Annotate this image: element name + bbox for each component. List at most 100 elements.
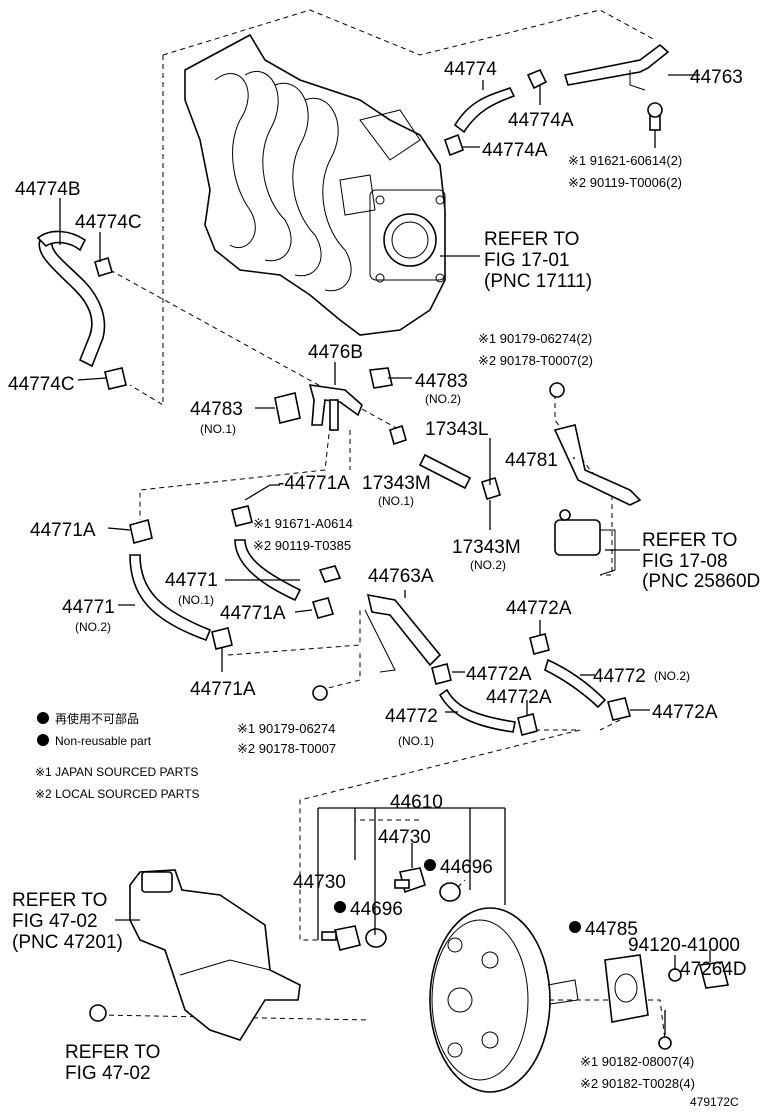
label-44772A-1[interactable]: 44772A (506, 598, 572, 619)
label-local-90119-t0385[interactable]: ※2 90119-T0385 (253, 538, 351, 553)
label-44771-no2-sub: (NO.2) (75, 620, 111, 634)
refer-47-02-line3[interactable]: (PNC 47201) (12, 932, 123, 953)
note-japan-sourced: ※1 JAPAN SOURCED PARTS (35, 765, 198, 779)
check-valve-44730-upper (394, 867, 426, 894)
assembly-dashed-lines (99, 9, 666, 1041)
label-japan-91671[interactable]: ※1 91671-A0614 (253, 516, 353, 531)
label-44774A-upper[interactable]: 44774A (508, 110, 574, 131)
non-reusable-bullet-icon (37, 734, 49, 746)
clip-44783-no1 (274, 392, 301, 424)
label-44783-no1[interactable]: 44783 (190, 399, 243, 420)
refer-47-02b-line1[interactable]: REFER TO (65, 1042, 160, 1063)
label-17343L[interactable]: 17343L (425, 419, 488, 440)
clip-44771A-bottom (211, 627, 233, 650)
nut-master-cylinder (89, 1004, 107, 1022)
label-44774B[interactable]: 44774B (15, 179, 81, 200)
label-44772-no1[interactable]: 44772 (385, 706, 438, 727)
refer-17-01-line2[interactable]: FIG 17-01 (484, 250, 570, 271)
clip-44772A-4 (607, 697, 631, 721)
label-44772-no2-sub: (NO.2) (654, 669, 690, 683)
label-44772A-4[interactable]: 44772A (652, 702, 718, 723)
label-44730-upper[interactable]: 44730 (378, 827, 431, 848)
label-44785[interactable]: 44785 (585, 919, 638, 940)
label-44781[interactable]: 44781 (505, 450, 558, 471)
label-44774A-lower[interactable]: 44774A (482, 140, 548, 161)
clip-17343M-no1 (481, 476, 501, 501)
clip-44771A-left (129, 519, 153, 544)
legend-jp: 再使用不可部品 (55, 711, 139, 726)
label-44774C-lower[interactable]: 44774C (8, 374, 75, 395)
hose-44774 (453, 87, 516, 134)
clevis-47264D (698, 961, 730, 989)
label-44771-no1-sub: (NO.1) (178, 593, 214, 607)
gasket-44785 (604, 954, 649, 1023)
clip-44771A-top (231, 505, 253, 527)
check-valve-44730-lower (321, 925, 361, 951)
refer-17-08-line2[interactable]: FIG 17-08 (642, 551, 728, 572)
pipe-44763 (563, 43, 670, 131)
label-44771A-left[interactable]: 44771A (30, 520, 96, 541)
label-44771A-mid[interactable]: 44771A (220, 603, 286, 624)
refer-17-01-line3[interactable]: (PNC 17111) (484, 271, 592, 292)
refer-17-08-line3[interactable]: (PNC 25860D (642, 571, 760, 592)
refer-47-02-line2[interactable]: FIG 47-02 (12, 911, 98, 932)
clip-44774C-lower (104, 367, 127, 390)
label-44771A-bottom[interactable]: 44771A (190, 679, 256, 700)
clip-44772A-1 (529, 633, 550, 655)
label-japan-90179[interactable]: ※1 90179-06274 (237, 721, 335, 736)
label-44783-no2[interactable]: 44783 (415, 371, 468, 392)
label-local-90182[interactable]: ※2 90182-T0028(4) (580, 1076, 695, 1091)
clip-44774A-lower (443, 133, 465, 157)
clip-44774A-upper (526, 68, 548, 90)
non-reusable-bullet-icon (334, 901, 346, 913)
label-44771-no2[interactable]: 44771 (62, 597, 115, 618)
label-44774C-upper[interactable]: 44774C (75, 212, 142, 233)
clip-44772A-2 (431, 663, 452, 685)
pipe-44763A (364, 593, 442, 673)
label-44772-no1-sub: (NO.1) (398, 734, 434, 748)
label-44774[interactable]: 44774 (444, 59, 497, 80)
label-44772A-2[interactable]: 44772A (466, 664, 532, 685)
intake-manifold (184, 33, 446, 336)
label-44696-lower[interactable]: 44696 (350, 899, 403, 920)
nut-90182 (658, 1036, 672, 1050)
label-44610[interactable]: 44610 (390, 792, 443, 813)
label-44763[interactable]: 44763 (690, 67, 743, 88)
legend-en: Non-reusable part (55, 734, 152, 748)
label-local-90178-2[interactable]: ※2 90178-T0007(2) (478, 353, 593, 368)
label-44730-lower[interactable]: 44730 (293, 872, 346, 893)
illustration-code: 479172C (690, 1095, 739, 1109)
refer-17-01-line1[interactable]: REFER TO (484, 229, 579, 250)
label-44772-no2[interactable]: 44772 (593, 666, 646, 687)
label-44771-no1[interactable]: 44771 (165, 570, 218, 591)
label-44763A[interactable]: 44763A (368, 566, 434, 587)
bolt-near-44771 (318, 565, 342, 583)
label-17343M-no1[interactable]: 17343M (362, 473, 431, 494)
label-local-90178[interactable]: ※2 90178-T0007 (237, 741, 336, 756)
clip-44783-no2 (369, 367, 393, 389)
label-94120-41000[interactable]: 94120-41000 (628, 935, 740, 956)
hose-44774B (36, 230, 106, 368)
label-4476B[interactable]: 4476B (308, 342, 363, 363)
label-japan-90182[interactable]: ※1 90182-08007(4) (580, 1054, 694, 1069)
note-local-sourced: ※2 LOCAL SOURCED PARTS (35, 787, 200, 801)
label-17343M-no2-sub: (NO.2) (470, 558, 506, 572)
label-44696-upper[interactable]: 44696 (440, 857, 493, 878)
label-japan-91621[interactable]: ※1 91621-60614(2) (568, 153, 682, 168)
label-44772A-3[interactable]: 44772A (486, 687, 552, 708)
clip-44772A-3 (517, 713, 538, 736)
clip-44771A-mid (311, 597, 335, 619)
leader-lines (59, 74, 711, 1035)
nut-90179-lower (312, 685, 328, 701)
label-17343M-no2[interactable]: 17343M (452, 537, 521, 558)
refer-47-02b-line2[interactable]: FIG 47-02 (65, 1063, 151, 1084)
refer-47-02-line1[interactable]: REFER TO (12, 890, 107, 911)
label-47264D[interactable]: 47264D (680, 959, 747, 980)
label-japan-90179-2[interactable]: ※1 90179-06274(2) (478, 331, 592, 346)
hose-44772-no2 (544, 658, 607, 709)
clip-near-4476B (389, 424, 407, 446)
label-local-90119[interactable]: ※2 90119-T0006(2) (568, 175, 682, 190)
refer-17-08-line1[interactable]: REFER TO (642, 530, 737, 551)
label-44771A-top[interactable]: -44771A (278, 473, 350, 494)
